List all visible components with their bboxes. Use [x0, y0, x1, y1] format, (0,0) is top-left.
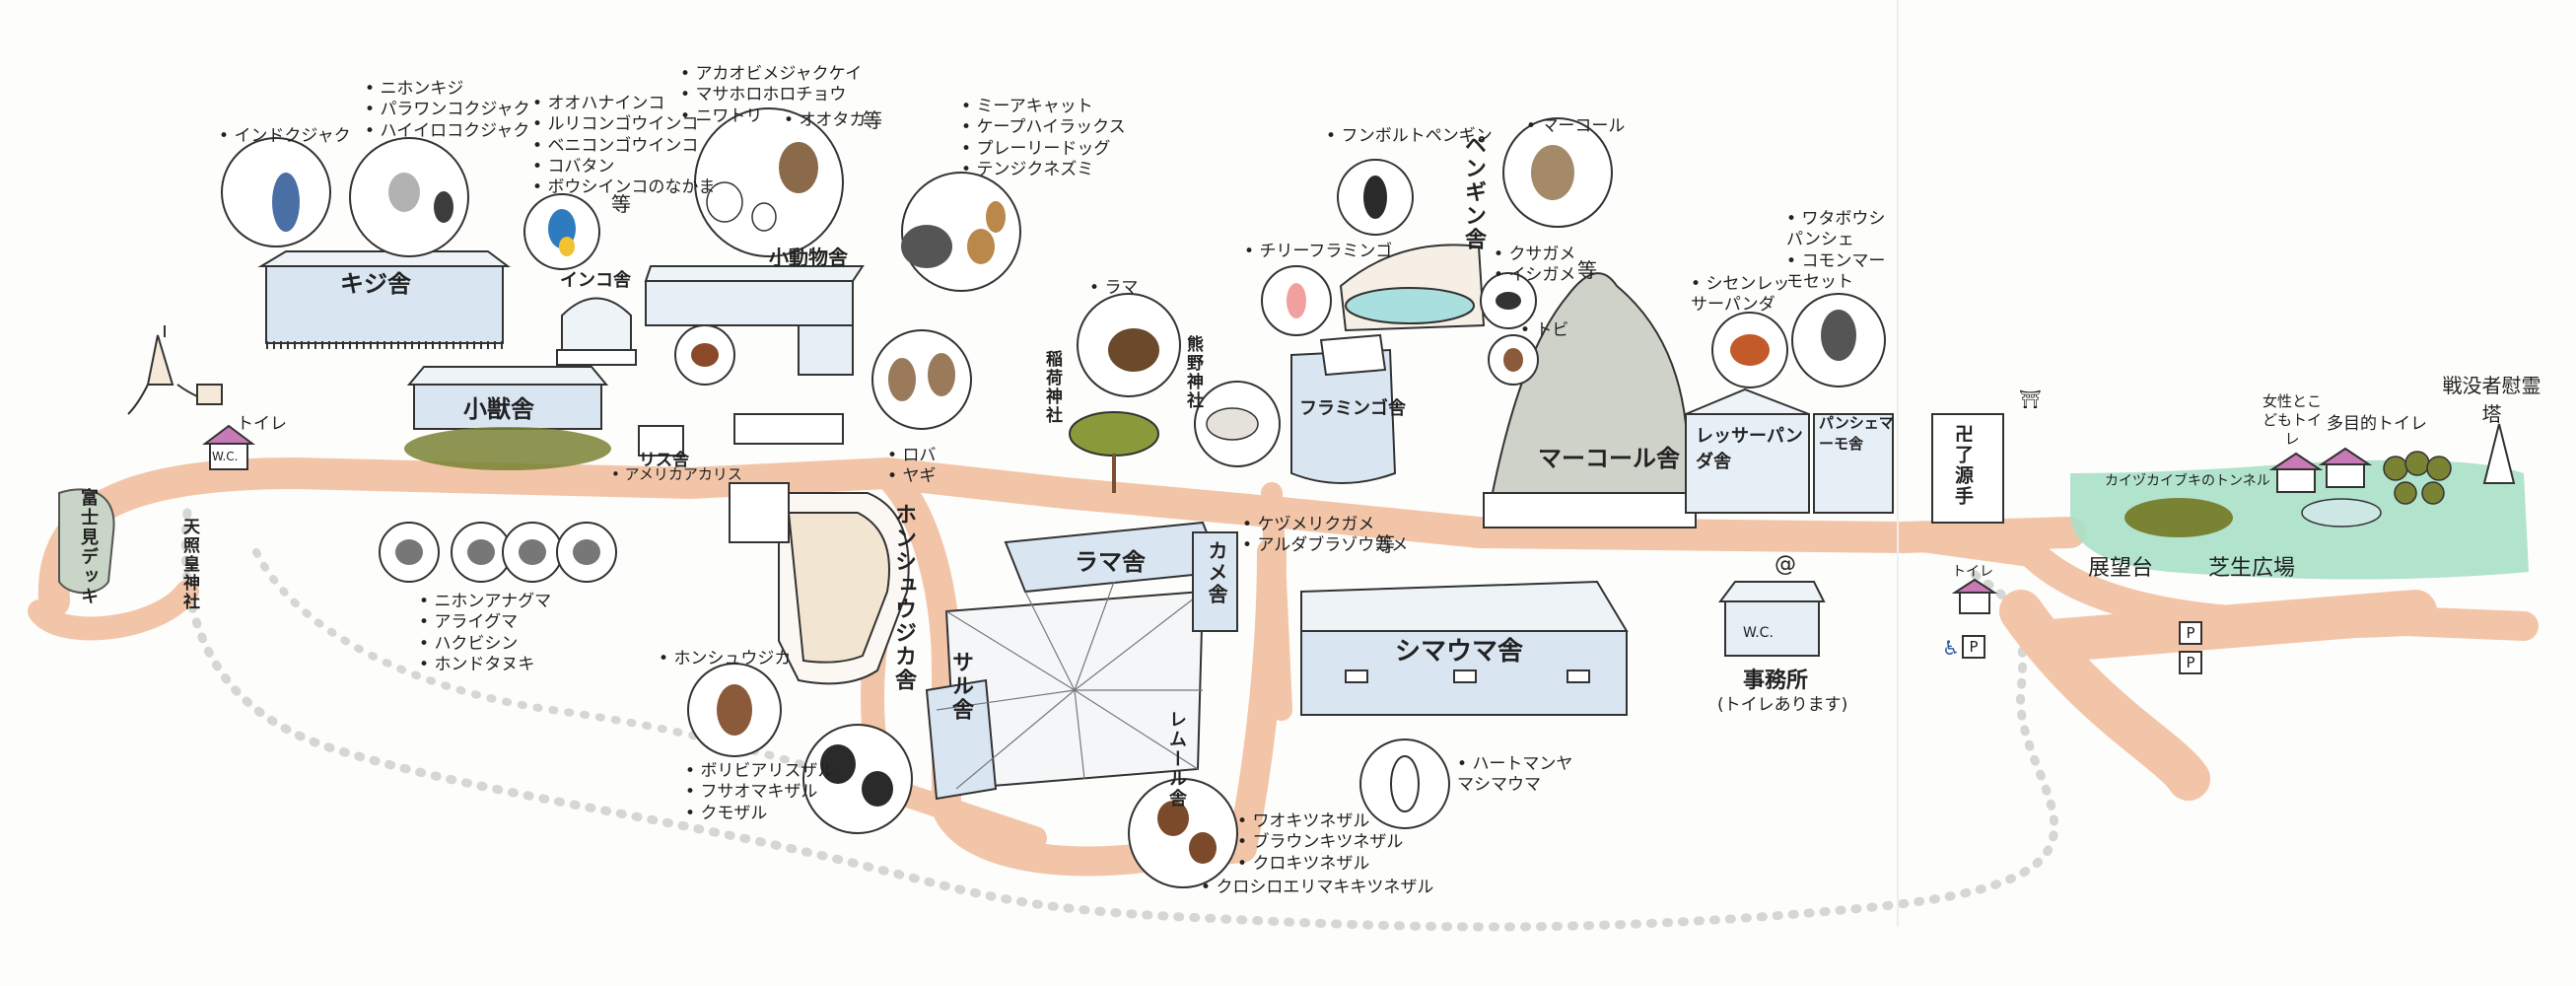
observatory-pond [2301, 498, 2382, 528]
label-zebra: ハートマンヤマシマウマ [1457, 754, 1575, 797]
place-observatory[interactable]: 展望台 [2088, 556, 2154, 581]
label-peacock: インドクジャク [219, 126, 350, 147]
place-tenshou-shrine[interactable]: 天照皇神社 [179, 518, 199, 611]
label-lemurs: ワオキツネザル ブラウンキツネザル クロキツネザル [1237, 811, 1403, 875]
label-red-panda: シセンレッサーパンダ [1691, 274, 1799, 317]
kiji-building [257, 250, 511, 349]
walking-trail [180, 508, 2059, 932]
label-deer: ホンシュウジカ [659, 649, 791, 669]
parking-icon[interactable]: P [2179, 621, 2202, 645]
label-small-animals: ミーアキャット ケープハイラックス プレーリードッグ テンジクネズミ [961, 97, 1125, 180]
place-toilet-west[interactable]: トイレ [237, 414, 287, 434]
place-genshu[interactable]: 卍了源手 [1952, 424, 1974, 507]
building-rama[interactable]: ラマ舎 [1075, 548, 1146, 576]
torii-icon: ⛩ [2019, 389, 2042, 410]
place-tunnel[interactable]: カイヅカイブキのトンネル [2105, 473, 2270, 489]
office-wc: W.C. [1743, 625, 1774, 641]
place-lawn[interactable]: 芝生広場 [2208, 556, 2296, 581]
label-birds-suffix: 等 [863, 108, 882, 132]
shoudoubutsu-building [644, 265, 865, 445]
zebra-building [1300, 580, 1629, 716]
label-monkeys: ボリビアリスザル フサオマキザル クモザル [685, 761, 834, 824]
label-oootaka: オオタカ [784, 110, 866, 131]
fujimi-deck-shape [58, 488, 115, 595]
office-toilet-note: (トイレあります) [1717, 695, 1848, 715]
place-fujimi-deck[interactable]: 富士見デッキ [78, 488, 99, 606]
place-toilet-east[interactable]: トイレ [1952, 564, 1993, 580]
donkey-circle [871, 329, 972, 430]
label-tortoises: クサガメ イシガメ [1494, 245, 1575, 287]
shoujuu-building [406, 366, 609, 430]
building-remur[interactable]: レムール舎 [1166, 710, 1187, 809]
label-penguin: フンボルトペンギン [1326, 126, 1492, 147]
label-raccoon-dogs: ニホンアナグマ アライグマ ハクビシン ホンドタヌキ [419, 592, 551, 675]
toilet-house-icon [202, 424, 255, 470]
playground-slide-icon [127, 325, 223, 415]
label-parrots-suffix: 等 [611, 192, 631, 216]
markhor-rock [1487, 272, 1693, 514]
building-flamingo[interactable]: フラミンゴ舎 [1299, 398, 1406, 419]
label-pheasants: ニホンキジ パラワンコクジャク ハイイロコクジャク [365, 79, 529, 142]
building-risu[interactable]: リス舎 [639, 451, 689, 470]
place-memorial[interactable]: 戦没者慰霊塔 [2442, 374, 2541, 426]
place-multi-toilet[interactable]: 多目的トイレ [2327, 414, 2427, 434]
building-shimauma[interactable]: シマウマ舎 [1395, 637, 1524, 667]
south-east-path [1999, 590, 2437, 801]
inko-building [556, 297, 637, 366]
building-shoujuu[interactable]: 小獣舎 [463, 395, 534, 423]
building-kame[interactable]: カメ舎 [1205, 540, 1228, 605]
place-toilet-west-wc: W.C. [212, 450, 239, 463]
label-parrots: オオハナインコ ルリコンゴウインコ ベニコンゴウインコ コバタン ボウシインコの… [532, 94, 715, 198]
label-lemurs-last: クロシロエリマキキツネザル [1201, 878, 1433, 898]
label-markhor: マーコール [1526, 116, 1625, 137]
wheelchair-icon: ♿ [1942, 636, 1960, 660]
flamingo-building [1290, 333, 1397, 484]
label-flamingo: チリーフラミンゴ [1244, 242, 1392, 262]
walking-trail-inner [252, 548, 891, 793]
building-shoudoubutsu[interactable]: 小動物舎 [769, 246, 848, 269]
penguin-pool [1339, 244, 1486, 332]
label-marmoset: ワタボウシパンシェ コモンマーモセット [1786, 209, 1895, 293]
parking-icon[interactable]: P [1962, 635, 1985, 659]
building-honshuujika[interactable]: ホンシュウジカ舎 [891, 503, 916, 692]
label-llama: ラマ [1089, 278, 1138, 299]
saru-rama-structure [925, 521, 1238, 801]
center-loop [872, 458, 1287, 877]
markhor-fence [1483, 492, 1697, 528]
office-building [1718, 581, 1826, 657]
building-inko[interactable]: インコ舎 [560, 270, 631, 291]
label-tortoises-suffix: 等 [1577, 258, 1597, 282]
building-penguin[interactable]: ペンギン舎 [1461, 133, 1486, 251]
red-panda-building [1685, 387, 1894, 514]
shoujuu-hedge [404, 427, 611, 470]
building-red-panda[interactable]: レッサーパンダ舎 [1696, 426, 1803, 472]
label-kite: トビ [1520, 320, 1568, 341]
east-trees [2383, 451, 2452, 505]
place-kids-toilet[interactable]: 女性とこどもトイレ [2263, 392, 2323, 448]
main-path-lower [28, 580, 199, 641]
label-birds: アカオビメジャクケイ マサホロホロチョウ ニワトリ [680, 64, 862, 127]
building-marmoset[interactable]: パンシェマーモ舎 [1819, 414, 1894, 453]
building-office[interactable]: 事務所 [1743, 669, 1809, 693]
label-donkey: ロバ ヤギ [887, 446, 936, 488]
building-kiji[interactable]: キジ舎 [340, 270, 411, 298]
place-inari-shrine[interactable]: 稲荷神社 [1042, 350, 1062, 425]
risu-building [638, 425, 684, 457]
genshu-box [1931, 413, 2004, 524]
parking-icon[interactable]: P [2179, 651, 2202, 674]
building-markhor[interactable]: マーコール舎 [1538, 445, 1680, 472]
label-tortoises-large-suffix: 等 [1375, 532, 1395, 556]
tunnel-hedge [2124, 498, 2233, 537]
place-kumano-shrine[interactable]: 熊野神社 [1183, 335, 1203, 410]
label-tortoises-large: ケヅメリクガメ アルダブラゾウガメ [1242, 515, 1408, 557]
label-squirrel: アメリカアカリス [611, 465, 742, 484]
memorial-tower [2482, 423, 2516, 484]
office-mark-icon: @ [1775, 552, 1796, 577]
building-saru[interactable]: サル舎 [948, 651, 973, 722]
honshuujika-enclosure [729, 482, 910, 685]
